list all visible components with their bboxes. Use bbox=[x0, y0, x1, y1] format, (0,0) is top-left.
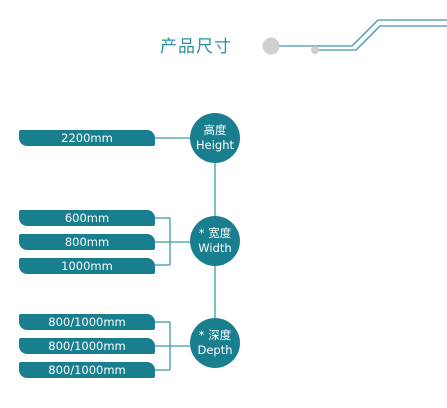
gray-dot-large bbox=[262, 37, 280, 55]
height-label-cn: 高度 bbox=[203, 123, 227, 137]
depth-value-pill: 800/1000mm bbox=[19, 314, 155, 330]
circuit-line-2 bbox=[351, 19, 379, 47]
height-label-en: Height bbox=[195, 138, 234, 152]
header-circuit-decoration bbox=[277, 19, 447, 51]
width-value-pill: 800mm bbox=[19, 234, 155, 250]
circuit-line-5 bbox=[355, 25, 381, 51]
page-title: 产品尺寸 bbox=[160, 37, 232, 57]
width-label-cn: * 宽度 bbox=[198, 226, 232, 240]
depth-node: * 深度 Depth bbox=[190, 318, 240, 368]
depth-value-pill: 800/1000mm bbox=[19, 362, 155, 378]
depth-label-cn: * 深度 bbox=[198, 328, 232, 342]
height-node: 高度 Height bbox=[190, 113, 240, 163]
depth-bracket bbox=[155, 321, 190, 371]
width-value-pill: 600mm bbox=[19, 210, 155, 226]
depth-label-en: Depth bbox=[197, 343, 233, 357]
depth-value-pill: 800/1000mm bbox=[19, 338, 155, 354]
width-label-en: Width bbox=[198, 241, 232, 255]
width-node: * 宽度 Width bbox=[190, 216, 240, 266]
gray-dot-small bbox=[311, 46, 319, 54]
width-value-pill: 1000mm bbox=[19, 258, 155, 274]
height-value-pill: 2200mm bbox=[19, 130, 155, 146]
width-bracket bbox=[155, 217, 190, 266]
